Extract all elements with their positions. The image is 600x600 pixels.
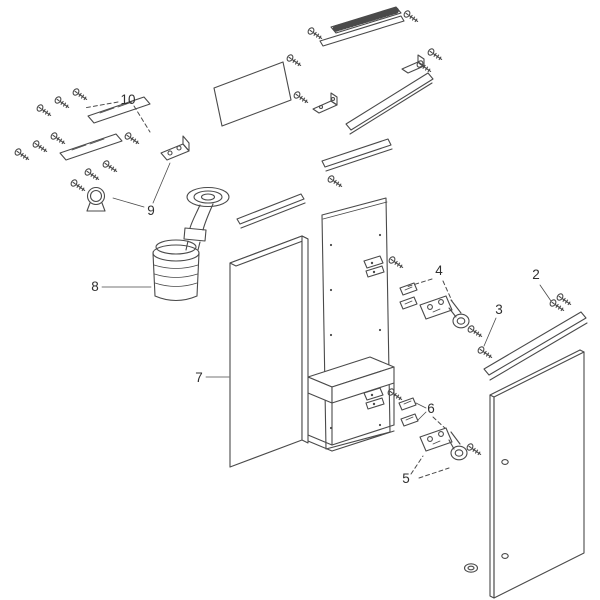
leader-line-2 bbox=[539, 284, 552, 302]
mounting-bracket-group: 9 bbox=[69, 135, 190, 218]
screw-icon bbox=[306, 26, 325, 42]
hinge-lower-group: 5 bbox=[402, 427, 484, 486]
screw-icon bbox=[71, 87, 90, 103]
screw-icon bbox=[101, 159, 120, 175]
top-back-panel bbox=[213, 53, 311, 127]
cover-cap bbox=[463, 563, 479, 573]
long-side-rail bbox=[345, 59, 434, 135]
part-label-9: 9 bbox=[147, 203, 155, 218]
leader-line-5 bbox=[418, 467, 450, 479]
slip-nut bbox=[183, 227, 207, 242]
screw-icon bbox=[53, 95, 72, 111]
trim-rail bbox=[236, 193, 306, 229]
cabinet-carcass-group: 7 bbox=[195, 197, 406, 468]
mounting-clips-group: 6 bbox=[398, 397, 449, 432]
leader-line-6 bbox=[417, 411, 427, 421]
corner-bracket-b bbox=[401, 47, 445, 74]
corner-bracket-a bbox=[312, 92, 338, 114]
part-label-5: 5 bbox=[402, 471, 410, 486]
part-label-2: 2 bbox=[532, 267, 540, 282]
trim-strip-group: 3 bbox=[476, 292, 588, 381]
screw-icon bbox=[402, 9, 421, 25]
screw-icon bbox=[292, 90, 311, 106]
leader-line-5 bbox=[410, 455, 424, 475]
drain-flange bbox=[186, 186, 230, 208]
top-vent-grille bbox=[306, 6, 421, 47]
side-panel bbox=[229, 235, 303, 468]
screw-icon bbox=[426, 47, 445, 63]
screw-icon bbox=[555, 292, 574, 308]
leader-line-10 bbox=[83, 101, 119, 109]
screw-icon bbox=[326, 174, 345, 190]
part-label-7: 7 bbox=[195, 370, 203, 385]
leader-line-9 bbox=[152, 162, 171, 204]
leader-line-9 bbox=[112, 197, 145, 208]
screw-icon bbox=[49, 131, 68, 147]
screw-icon bbox=[123, 131, 142, 147]
part-label-8: 8 bbox=[91, 279, 99, 294]
mounting-rail bbox=[87, 96, 151, 124]
screw-icon bbox=[387, 255, 406, 271]
door-panel bbox=[493, 351, 585, 599]
mounting-rail bbox=[59, 133, 123, 161]
screw-icon bbox=[465, 442, 484, 458]
hinge-plate bbox=[419, 427, 453, 452]
apron-rail bbox=[321, 138, 393, 190]
hinge-hole bbox=[501, 553, 509, 559]
leader-line-3 bbox=[483, 317, 497, 347]
hinge-hole bbox=[501, 459, 509, 465]
part-label-10: 10 bbox=[120, 92, 135, 107]
leader-line-10 bbox=[133, 105, 151, 133]
part-label-4: 4 bbox=[435, 263, 443, 278]
door-panel-group: 2 bbox=[463, 267, 585, 599]
siphon-group: 8 bbox=[91, 186, 230, 302]
screw-icon bbox=[31, 139, 50, 155]
screw-icon bbox=[35, 103, 54, 119]
hinge-cup bbox=[450, 445, 468, 461]
leader-line-4 bbox=[442, 280, 453, 302]
hinge-upper-group: 4 bbox=[399, 263, 485, 340]
pipe-clamp bbox=[86, 186, 106, 206]
leader-line-6 bbox=[415, 402, 427, 409]
screw-icon bbox=[69, 178, 88, 194]
screw-icon bbox=[476, 345, 495, 361]
trap-cup bbox=[152, 244, 200, 262]
screw-icon bbox=[13, 147, 32, 163]
screw-icon bbox=[466, 324, 485, 340]
part-label-3: 3 bbox=[495, 302, 503, 317]
hinge-cup bbox=[452, 313, 470, 329]
trim-strip bbox=[483, 311, 587, 376]
screw-icon bbox=[83, 167, 102, 183]
screw-set-group: 10 bbox=[13, 87, 151, 183]
hinge-plate bbox=[419, 295, 453, 320]
leader-line-4 bbox=[405, 278, 433, 288]
part-label-6: 6 bbox=[427, 401, 435, 416]
screw-icon bbox=[285, 53, 304, 69]
